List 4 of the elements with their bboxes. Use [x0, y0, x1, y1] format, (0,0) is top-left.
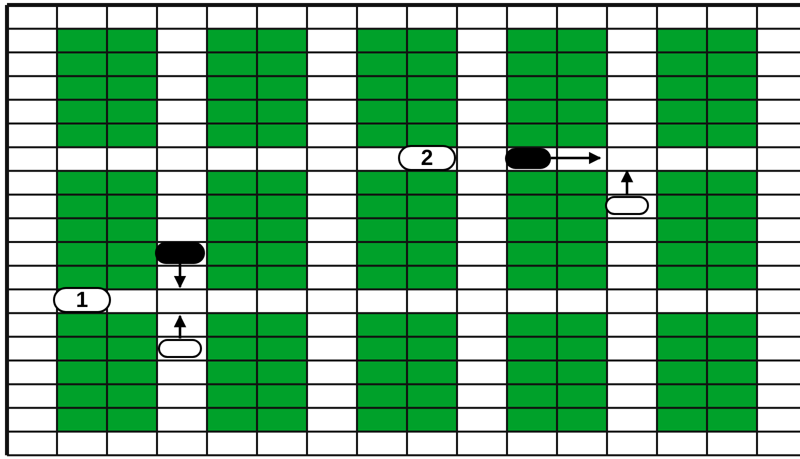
arrow: [174, 264, 186, 288]
arrow: [174, 314, 186, 338]
arrow: [620, 170, 634, 196]
arrow: [551, 152, 602, 164]
